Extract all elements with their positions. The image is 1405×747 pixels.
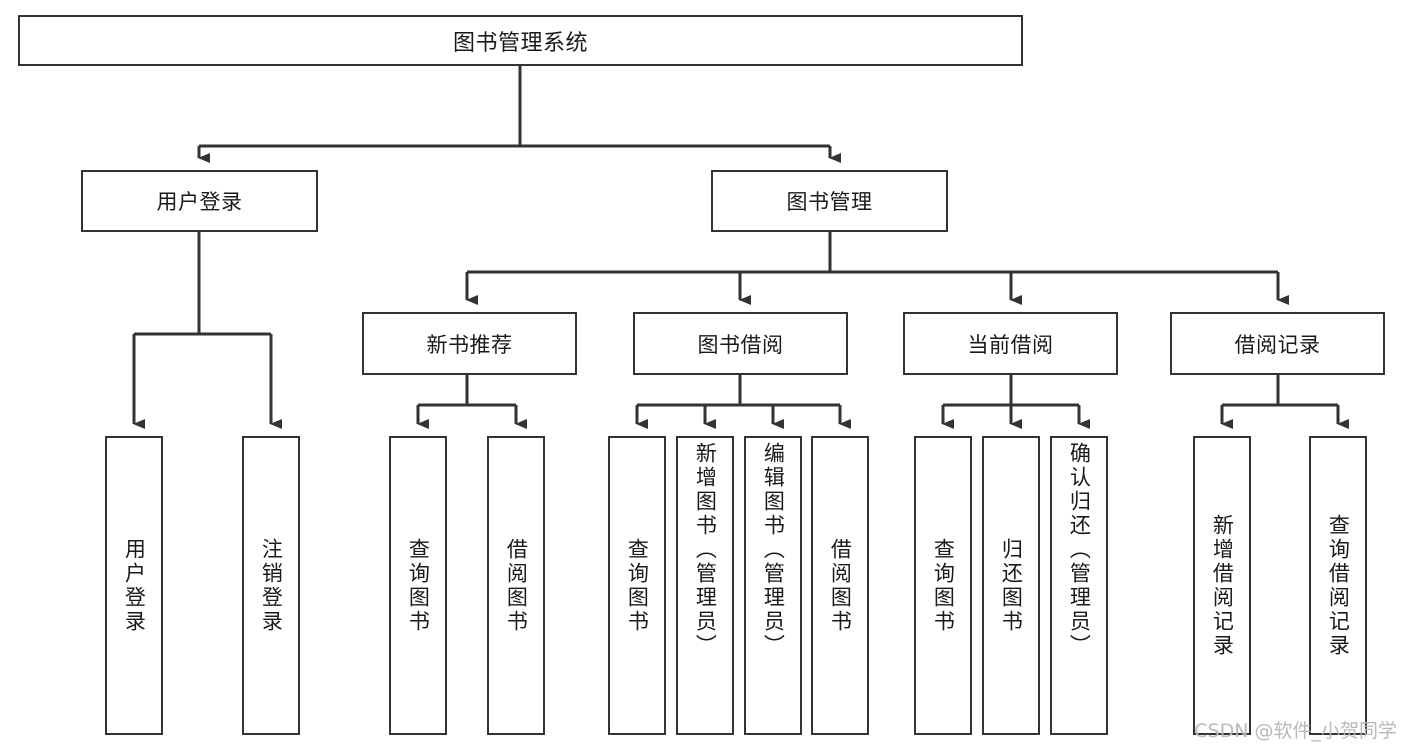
- leaf-label: 归还图书: [999, 537, 1024, 634]
- leaf-label: 借阅图书: [504, 537, 529, 634]
- node-root-label: 图书管理系统: [452, 30, 588, 56]
- node-current-borrow[interactable]: 当前借阅: [903, 312, 1118, 375]
- leaf-label: 查询借阅记录: [1326, 513, 1351, 658]
- leaf-label: 新增图书（管理员）: [693, 442, 718, 658]
- node-borrow-record[interactable]: 借阅记录: [1170, 312, 1385, 375]
- leaf-new-book-query[interactable]: 查询图书: [389, 436, 447, 735]
- leaf-label: 确认归还（管理员）: [1067, 442, 1092, 658]
- leaf-label: 查询图书: [931, 537, 956, 634]
- leaf-label: 新增借阅记录: [1210, 513, 1235, 658]
- node-borrow-record-label: 借阅记录: [1234, 332, 1321, 357]
- leaf-book-borrow-add[interactable]: 新增图书（管理员）: [676, 436, 734, 735]
- leaf-label: 注销登录: [259, 537, 284, 634]
- leaf-current-borrow-return[interactable]: 归还图书: [982, 436, 1040, 735]
- leaf-borrow-record-query[interactable]: 查询借阅记录: [1309, 436, 1367, 735]
- node-new-book-recommend-label: 新书推荐: [426, 332, 513, 357]
- leaf-label: 编辑图书（管理员）: [761, 442, 786, 658]
- leaf-label: 查询图书: [625, 537, 650, 634]
- watermark: CSDN @软件_小贺同学: [1194, 720, 1397, 742]
- node-new-book-recommend[interactable]: 新书推荐: [362, 312, 577, 375]
- node-user-login[interactable]: 用户登录: [81, 170, 318, 232]
- leaf-new-book-borrow[interactable]: 借阅图书: [487, 436, 545, 735]
- node-user-login-label: 用户登录: [156, 190, 243, 214]
- leaf-book-borrow-edit[interactable]: 编辑图书（管理员）: [744, 436, 802, 735]
- leaf-user-login-signin[interactable]: 用户登录: [105, 436, 163, 735]
- node-current-borrow-label: 当前借阅: [967, 332, 1054, 357]
- leaf-label: 借阅图书: [828, 537, 853, 634]
- leaf-user-login-logout[interactable]: 注销登录: [242, 436, 300, 735]
- node-book-borrow[interactable]: 图书借阅: [633, 312, 848, 375]
- leaf-current-borrow-confirm-return[interactable]: 确认归还（管理员）: [1050, 436, 1108, 735]
- node-book-management-label: 图书管理: [786, 190, 873, 214]
- leaf-book-borrow-query[interactable]: 查询图书: [608, 436, 666, 735]
- node-book-management[interactable]: 图书管理: [711, 170, 948, 232]
- leaf-borrow-record-add[interactable]: 新增借阅记录: [1193, 436, 1251, 735]
- leaf-book-borrow-borrow[interactable]: 借阅图书: [811, 436, 869, 735]
- leaf-current-borrow-query[interactable]: 查询图书: [914, 436, 972, 735]
- node-root[interactable]: 图书管理系统: [18, 15, 1023, 66]
- node-book-borrow-label: 图书借阅: [697, 332, 784, 357]
- leaf-label: 用户登录: [122, 537, 147, 634]
- leaf-label: 查询图书: [406, 537, 431, 634]
